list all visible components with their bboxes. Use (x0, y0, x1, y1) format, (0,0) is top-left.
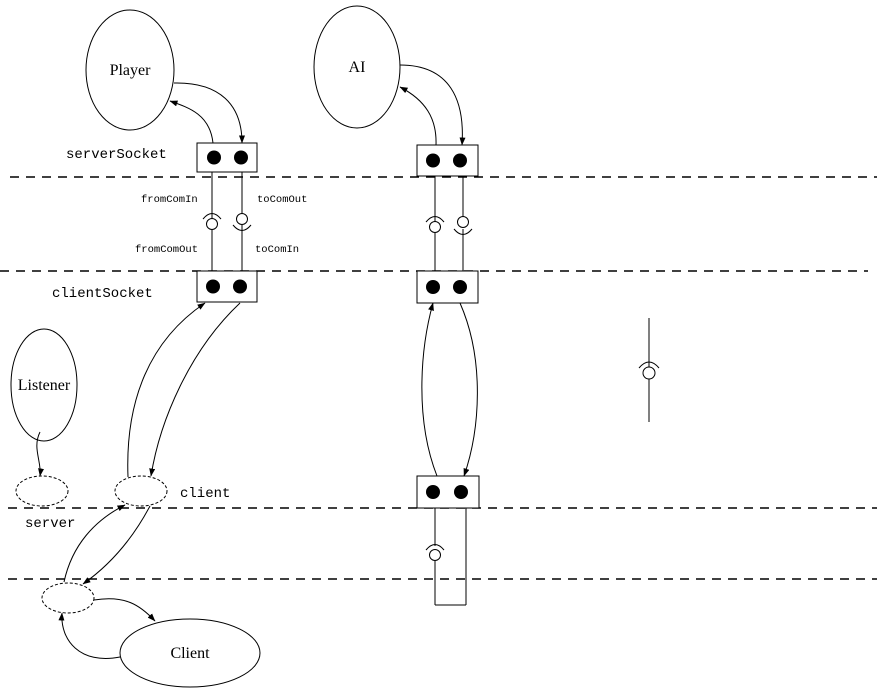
socket-port (233, 279, 247, 294)
client-node: Client (119, 618, 261, 688)
interface-lollipop (429, 221, 441, 233)
lower-right-channel (425, 508, 467, 606)
player-node: Player (85, 9, 175, 131)
client-node-label: Client (170, 645, 210, 662)
arrow-socket-to-player (169, 100, 214, 144)
interface-socket (453, 228, 473, 235)
interface-socket (425, 216, 445, 223)
arrow-connection-to-client-node (93, 598, 156, 622)
socket-port (426, 153, 440, 168)
socket-port (234, 150, 248, 165)
to-com-out-label: toComOut (257, 194, 307, 206)
socket-port (207, 150, 221, 165)
client-socket-right (416, 270, 479, 304)
transient-objects (15, 475, 168, 614)
server-socket-right (416, 144, 479, 177)
interface-socket (425, 544, 445, 551)
interface-socket (638, 361, 660, 369)
connection-ellipse (41, 582, 95, 614)
listener-label: Listener (18, 377, 71, 394)
server-label: server (25, 516, 75, 532)
socket-port (453, 153, 467, 168)
client-socket-lower (416, 475, 480, 509)
to-com-in-label: toComIn (255, 244, 299, 256)
arrow-lower-to-client-socket (421, 302, 438, 477)
client-ellipse (119, 618, 261, 688)
left-channel (202, 172, 252, 271)
player-label: Player (110, 62, 152, 79)
interface-socket (202, 213, 222, 220)
socket-port (426, 485, 440, 499)
right-channel (425, 176, 473, 271)
arrow-client-socket-to-client (149, 302, 241, 477)
from-com-out-label: fromComOut (135, 244, 198, 256)
arrow-connection-to-client (63, 504, 126, 583)
ai-label: AI (349, 59, 366, 76)
interface-socket (232, 224, 252, 231)
socket-port (453, 280, 467, 294)
arrow-player-to-socket (173, 82, 245, 144)
arrow-client-socket-to-lower (459, 302, 478, 477)
server-socket-left (196, 142, 258, 173)
listener-ellipse (10, 328, 78, 442)
arrow-client-to-connection (82, 505, 151, 585)
layer-separators (0, 176, 877, 580)
interface-lollipop (457, 216, 469, 228)
socket-port (206, 279, 220, 294)
interface-lollipop (206, 218, 218, 230)
from-com-in-label: fromComIn (141, 194, 198, 206)
listener-node: Listener (10, 328, 78, 442)
arrow-client-to-client-socket (127, 302, 206, 478)
player-ellipse (85, 9, 175, 131)
interface-lollipop (429, 549, 441, 561)
client-socket-left (196, 270, 258, 303)
interface-symbol (638, 318, 660, 422)
interface-lollipop (236, 213, 248, 225)
client-socket-label: clientSocket (52, 286, 153, 302)
interface-lollipop (642, 366, 656, 380)
server-ellipse (15, 475, 69, 507)
arrow-listener-to-server (36, 431, 45, 477)
ai-node: AI (313, 5, 401, 129)
arrow-client-node-to-connection (58, 612, 121, 659)
arrow-socket-to-ai (399, 86, 437, 146)
client-label: client (180, 486, 230, 502)
client-ellipse-dashed (114, 475, 168, 507)
ai-ellipse (313, 5, 401, 129)
socket-port (454, 485, 468, 499)
server-socket-label: serverSocket (66, 147, 167, 163)
arrow-ai-to-socket (399, 64, 466, 146)
socket-port (426, 280, 440, 294)
